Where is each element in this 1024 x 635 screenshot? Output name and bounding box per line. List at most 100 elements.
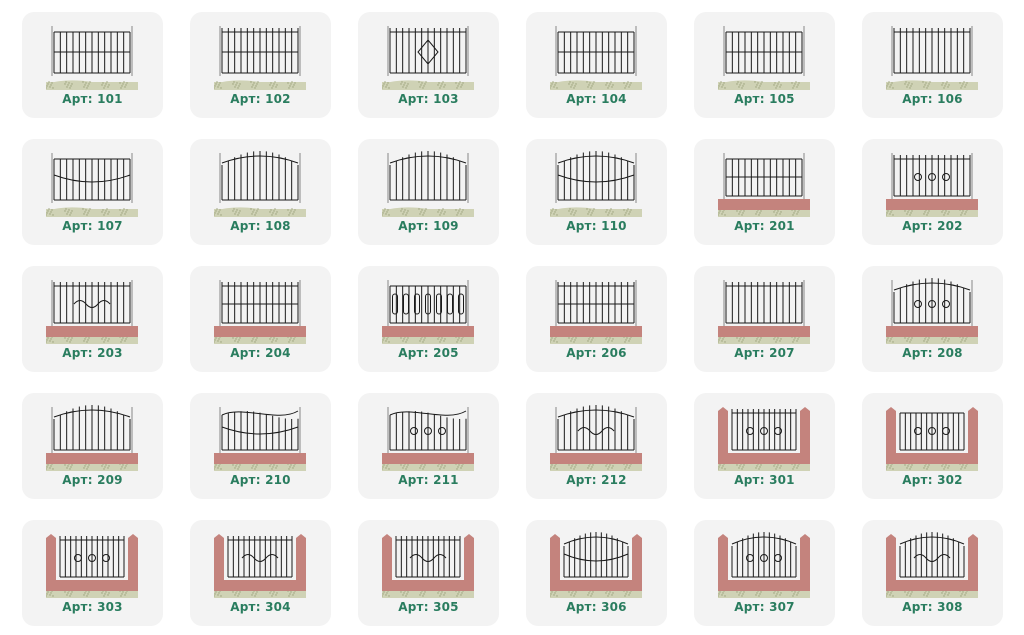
fence-thumbnail[interactable] xyxy=(46,528,138,598)
item-article-label[interactable]: Арт: 108 xyxy=(230,219,291,233)
catalog-item[interactable]: Арт: 202 xyxy=(862,139,1003,245)
fence-thumbnail[interactable] xyxy=(550,401,642,471)
fence-thumbnail[interactable] xyxy=(550,274,642,344)
catalog-item[interactable]: Арт: 101 xyxy=(22,12,163,118)
item-article-label[interactable]: Арт: 101 xyxy=(62,92,123,106)
catalog-item[interactable]: Арт: 206 xyxy=(526,266,667,372)
item-article-label[interactable]: Арт: 204 xyxy=(230,346,291,360)
item-article-label[interactable]: Арт: 201 xyxy=(734,219,795,233)
catalog-item[interactable]: Арт: 201 xyxy=(694,139,835,245)
item-article-label[interactable]: Арт: 104 xyxy=(566,92,627,106)
catalog-item[interactable]: Арт: 304 xyxy=(190,520,331,626)
catalog-item[interactable]: Арт: 108 xyxy=(190,139,331,245)
item-article-label[interactable]: Арт: 208 xyxy=(902,346,963,360)
fence-thumbnail[interactable] xyxy=(886,401,978,471)
item-article-label[interactable]: Арт: 303 xyxy=(62,600,123,614)
fence-thumbnail[interactable] xyxy=(46,401,138,471)
fence-illustration xyxy=(382,26,474,90)
catalog-item[interactable]: Арт: 106 xyxy=(862,12,1003,118)
fence-thumbnail[interactable] xyxy=(550,20,642,90)
item-article-label[interactable]: Арт: 308 xyxy=(902,600,963,614)
fence-thumbnail[interactable] xyxy=(382,528,474,598)
item-article-label[interactable]: Арт: 302 xyxy=(902,473,963,487)
catalog-item[interactable]: Арт: 302 xyxy=(862,393,1003,499)
item-article-label[interactable]: Арт: 203 xyxy=(62,346,123,360)
catalog-item[interactable]: Арт: 104 xyxy=(526,12,667,118)
catalog-item[interactable]: Арт: 308 xyxy=(862,520,1003,626)
fence-thumbnail[interactable] xyxy=(214,20,306,90)
catalog-item[interactable]: Арт: 306 xyxy=(526,520,667,626)
catalog-item[interactable]: Арт: 102 xyxy=(190,12,331,118)
fence-illustration xyxy=(214,407,306,471)
fence-illustration xyxy=(550,532,642,598)
fence-thumbnail[interactable] xyxy=(214,274,306,344)
catalog-item[interactable]: Арт: 107 xyxy=(22,139,163,245)
catalog-item[interactable]: Арт: 110 xyxy=(526,139,667,245)
fence-thumbnail[interactable] xyxy=(550,147,642,217)
catalog-item[interactable]: Арт: 208 xyxy=(862,266,1003,372)
item-article-label[interactable]: Арт: 301 xyxy=(734,473,795,487)
fence-thumbnail[interactable] xyxy=(718,20,810,90)
catalog-item[interactable]: Арт: 204 xyxy=(190,266,331,372)
fence-thumbnail[interactable] xyxy=(886,528,978,598)
catalog-item[interactable]: Арт: 301 xyxy=(694,393,835,499)
item-article-label[interactable]: Арт: 105 xyxy=(734,92,795,106)
item-article-label[interactable]: Арт: 107 xyxy=(62,219,123,233)
fence-thumbnail[interactable] xyxy=(550,528,642,598)
catalog-item[interactable]: Арт: 203 xyxy=(22,266,163,372)
fence-illustration xyxy=(382,407,474,471)
item-article-label[interactable]: Арт: 307 xyxy=(734,600,795,614)
catalog-item[interactable]: Арт: 205 xyxy=(358,266,499,372)
catalog-item[interactable]: Арт: 303 xyxy=(22,520,163,626)
catalog-item[interactable]: Арт: 305 xyxy=(358,520,499,626)
catalog-item[interactable]: Арт: 212 xyxy=(526,393,667,499)
item-article-label[interactable]: Арт: 103 xyxy=(398,92,459,106)
fence-thumbnail[interactable] xyxy=(382,20,474,90)
fence-thumbnail[interactable] xyxy=(382,401,474,471)
item-article-label[interactable]: Арт: 211 xyxy=(398,473,459,487)
fence-illustration xyxy=(718,26,810,90)
fence-thumbnail[interactable] xyxy=(214,528,306,598)
catalog-item[interactable]: Арт: 210 xyxy=(190,393,331,499)
catalog-item[interactable]: Арт: 209 xyxy=(22,393,163,499)
fence-illustration xyxy=(718,407,810,471)
item-article-label[interactable]: Арт: 305 xyxy=(398,600,459,614)
item-article-label[interactable]: Арт: 206 xyxy=(566,346,627,360)
fence-illustration xyxy=(46,280,138,344)
fence-thumbnail[interactable] xyxy=(718,401,810,471)
fence-thumbnail[interactable] xyxy=(214,401,306,471)
item-article-label[interactable]: Арт: 109 xyxy=(398,219,459,233)
fence-thumbnail[interactable] xyxy=(382,274,474,344)
item-article-label[interactable]: Арт: 202 xyxy=(902,219,963,233)
catalog-item[interactable]: Арт: 211 xyxy=(358,393,499,499)
fence-thumbnail[interactable] xyxy=(886,20,978,90)
fence-thumbnail[interactable] xyxy=(214,147,306,217)
item-article-label[interactable]: Арт: 207 xyxy=(734,346,795,360)
fence-thumbnail[interactable] xyxy=(718,147,810,217)
item-article-label[interactable]: Арт: 210 xyxy=(230,473,291,487)
item-article-label[interactable]: Арт: 205 xyxy=(398,346,459,360)
item-article-label[interactable]: Арт: 304 xyxy=(230,600,291,614)
catalog-item[interactable]: Арт: 307 xyxy=(694,520,835,626)
fence-thumbnail[interactable] xyxy=(718,528,810,598)
item-article-label[interactable]: Арт: 106 xyxy=(902,92,963,106)
catalog-item[interactable]: Арт: 207 xyxy=(694,266,835,372)
item-article-label[interactable]: Арт: 102 xyxy=(230,92,291,106)
fence-thumbnail[interactable] xyxy=(46,147,138,217)
catalog-item[interactable]: Арт: 105 xyxy=(694,12,835,118)
fence-catalog-grid: Арт: 101 Арт: 102 Арт: 103 Арт: 104 Арт: 105… xyxy=(22,12,1003,626)
fence-illustration xyxy=(550,405,642,471)
fence-thumbnail[interactable] xyxy=(46,274,138,344)
catalog-item[interactable]: Арт: 109 xyxy=(358,139,499,245)
item-article-label[interactable]: Арт: 209 xyxy=(62,473,123,487)
fence-thumbnail[interactable] xyxy=(886,147,978,217)
fence-thumbnail[interactable] xyxy=(382,147,474,217)
item-article-label[interactable]: Арт: 212 xyxy=(566,473,627,487)
catalog-item[interactable]: Арт: 103 xyxy=(358,12,499,118)
item-article-label[interactable]: Арт: 306 xyxy=(566,600,627,614)
item-article-label[interactable]: Арт: 110 xyxy=(566,219,627,233)
fence-thumbnail[interactable] xyxy=(46,20,138,90)
fence-thumbnail[interactable] xyxy=(886,274,978,344)
fence-illustration xyxy=(214,151,306,217)
fence-thumbnail[interactable] xyxy=(718,274,810,344)
